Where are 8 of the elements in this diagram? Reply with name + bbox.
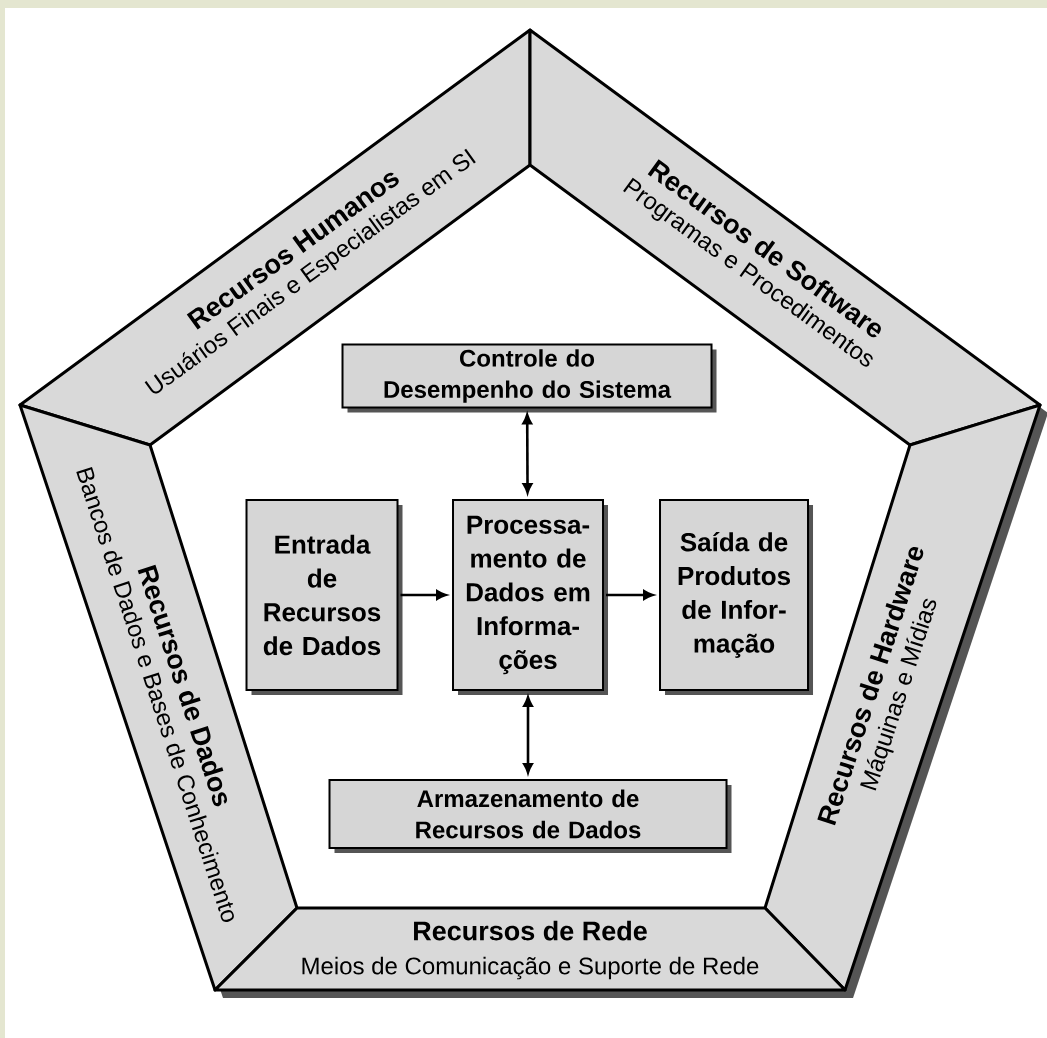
arrow: [606, 590, 654, 600]
arrow: [523, 696, 533, 774]
process-box: Processa- mento de Dados em Informa- ções: [452, 499, 608, 695]
process-box: Controle do Desempenho do Sistema: [341, 343, 717, 413]
process-box: Saída de Produtos de Infor- mação: [659, 499, 813, 695]
process-box: Armazenamento de Recursos de Dados: [328, 779, 732, 853]
process-box: Entrada de Recursos de Dados: [245, 499, 403, 695]
arrow: [400, 590, 447, 600]
